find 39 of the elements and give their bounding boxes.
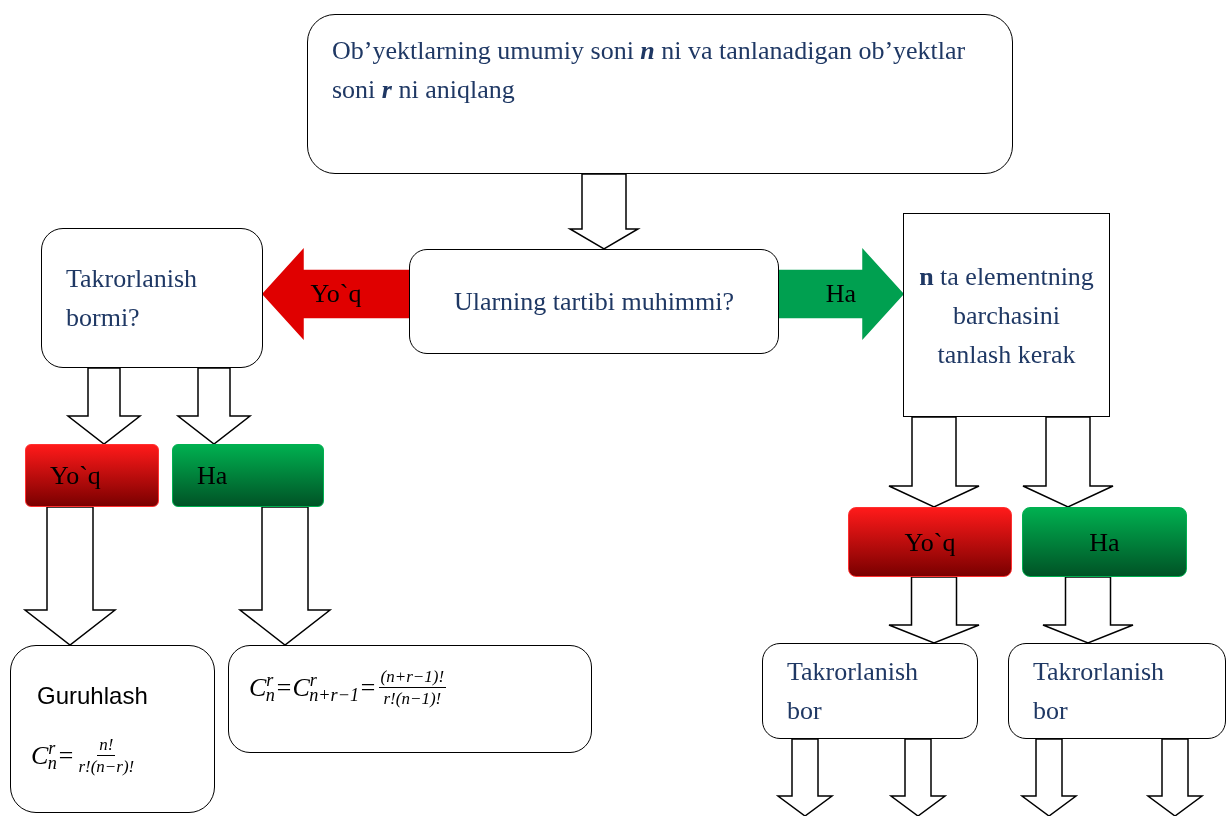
answer-box xyxy=(1022,507,1187,577)
process-box xyxy=(1008,643,1226,739)
box-text: Takrorlanish bormi? xyxy=(66,263,199,334)
formula-box xyxy=(228,645,592,753)
box-text: Yo`q xyxy=(50,460,101,492)
block-arrow xyxy=(775,738,835,816)
block-arrow xyxy=(1022,416,1114,508)
block-arrow xyxy=(567,173,641,250)
formula-box xyxy=(10,645,215,813)
block-arrow xyxy=(1042,576,1134,644)
block-arrow xyxy=(1145,738,1205,816)
process-box xyxy=(307,14,1013,174)
box-text: Ha xyxy=(1089,526,1120,559)
block-arrow xyxy=(778,248,904,340)
answer-box xyxy=(172,444,324,507)
box-text: Ularning tartibi muhimmi? xyxy=(453,286,735,318)
block-arrow xyxy=(237,506,333,646)
box-text: Yo`q xyxy=(904,526,956,559)
process-box xyxy=(903,213,1110,417)
block-arrow xyxy=(262,248,410,340)
box-text: Takrorlanish bor xyxy=(787,656,920,727)
box-text: Takrorlanish bor xyxy=(1033,656,1166,727)
block-arrow xyxy=(22,506,118,646)
answer-box xyxy=(848,507,1012,577)
box-heading: Guruhlash xyxy=(37,681,148,711)
block-arrow xyxy=(65,367,143,445)
box-text: n ta elementning barchasini tanlash kerak xyxy=(918,260,1095,371)
edge-label: Ha xyxy=(825,279,857,309)
process-box xyxy=(762,643,978,739)
block-arrow xyxy=(888,738,948,816)
block-arrow xyxy=(888,576,980,644)
edge-label: Yo`q xyxy=(310,279,362,309)
decision-box xyxy=(409,249,779,354)
box-text: Ha xyxy=(197,460,228,492)
block-arrow xyxy=(175,367,253,445)
answer-box xyxy=(25,444,159,507)
process-box xyxy=(41,228,263,368)
block-arrow xyxy=(888,416,980,508)
block-arrow xyxy=(1019,738,1079,816)
